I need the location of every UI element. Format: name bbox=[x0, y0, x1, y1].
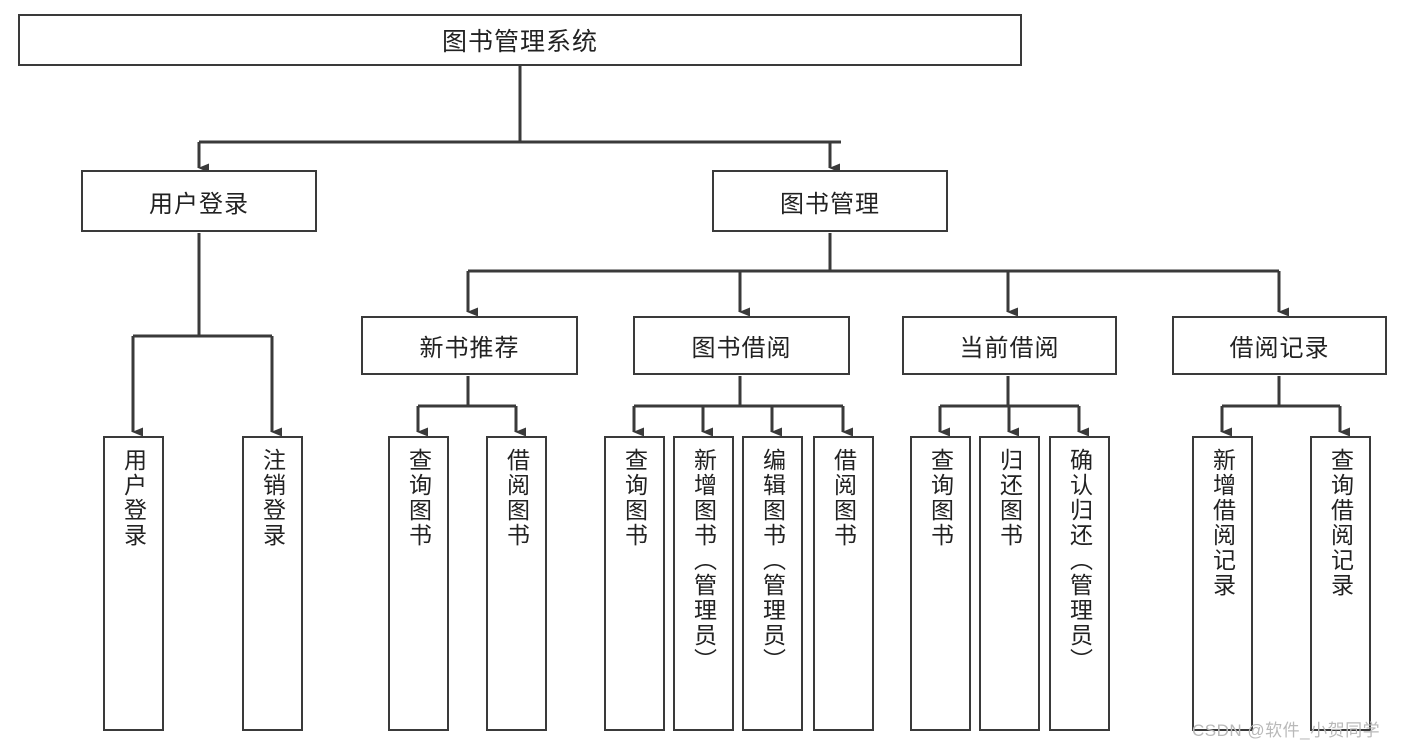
node-book-management[interactable]: 图书管理 bbox=[712, 170, 948, 232]
node-label: 新增图书（管理员） bbox=[690, 448, 717, 673]
node-label: 确认归还（管理员） bbox=[1066, 448, 1093, 673]
node-label: 新增借阅记录 bbox=[1209, 448, 1236, 598]
node-label: 归还图书 bbox=[996, 448, 1023, 548]
leaf-new-book-borrow[interactable]: 借阅图书 bbox=[486, 436, 547, 731]
node-label: 查询图书 bbox=[621, 448, 648, 548]
node-label: 查询图书 bbox=[405, 448, 432, 548]
leaf-user-login-logout[interactable]: 注销登录 bbox=[242, 436, 303, 731]
leaf-borrow-add-book-admin[interactable]: 新增图书（管理员） bbox=[673, 436, 734, 731]
node-user-login[interactable]: 用户登录 bbox=[81, 170, 317, 232]
leaf-record-query-record[interactable]: 查询借阅记录 bbox=[1310, 436, 1371, 731]
node-label: 注销登录 bbox=[259, 448, 286, 548]
leaf-current-query-book[interactable]: 查询图书 bbox=[910, 436, 971, 731]
node-label: 查询图书 bbox=[927, 448, 954, 548]
node-label: 新书推荐 bbox=[419, 335, 520, 362]
node-label: 图书借阅 bbox=[691, 335, 792, 362]
node-new-book-recommend[interactable]: 新书推荐 bbox=[361, 316, 578, 375]
leaf-new-book-query[interactable]: 查询图书 bbox=[388, 436, 449, 731]
leaf-current-confirm-return-admin[interactable]: 确认归还（管理员） bbox=[1049, 436, 1110, 731]
leaf-current-return-book[interactable]: 归还图书 bbox=[979, 436, 1040, 731]
leaf-borrow-borrow-book[interactable]: 借阅图书 bbox=[813, 436, 874, 731]
node-label: 用户登录 bbox=[149, 190, 249, 218]
node-label: 查询借阅记录 bbox=[1327, 448, 1354, 598]
node-label: 图书管理系统 bbox=[441, 28, 598, 56]
node-current-borrow[interactable]: 当前借阅 bbox=[902, 316, 1117, 375]
leaf-record-add-record[interactable]: 新增借阅记录 bbox=[1192, 436, 1253, 731]
node-label: 编辑图书（管理员） bbox=[759, 448, 786, 673]
node-label: 图书管理 bbox=[780, 190, 880, 218]
node-root-book-management-system[interactable]: 图书管理系统 bbox=[18, 14, 1022, 66]
node-borrow-record[interactable]: 借阅记录 bbox=[1172, 316, 1387, 375]
node-label: 借阅图书 bbox=[503, 448, 530, 548]
leaf-borrow-edit-book-admin[interactable]: 编辑图书（管理员） bbox=[742, 436, 803, 731]
csdn-watermark: CSDN @软件_小贺同学 bbox=[1192, 721, 1381, 740]
node-book-borrow[interactable]: 图书借阅 bbox=[633, 316, 850, 375]
node-label: 借阅记录 bbox=[1229, 335, 1330, 362]
node-label: 当前借阅 bbox=[959, 335, 1060, 362]
leaf-borrow-query-book[interactable]: 查询图书 bbox=[604, 436, 665, 731]
node-label: 借阅图书 bbox=[830, 448, 857, 548]
node-label: 用户登录 bbox=[120, 448, 147, 548]
leaf-user-login-signin[interactable]: 用户登录 bbox=[103, 436, 164, 731]
